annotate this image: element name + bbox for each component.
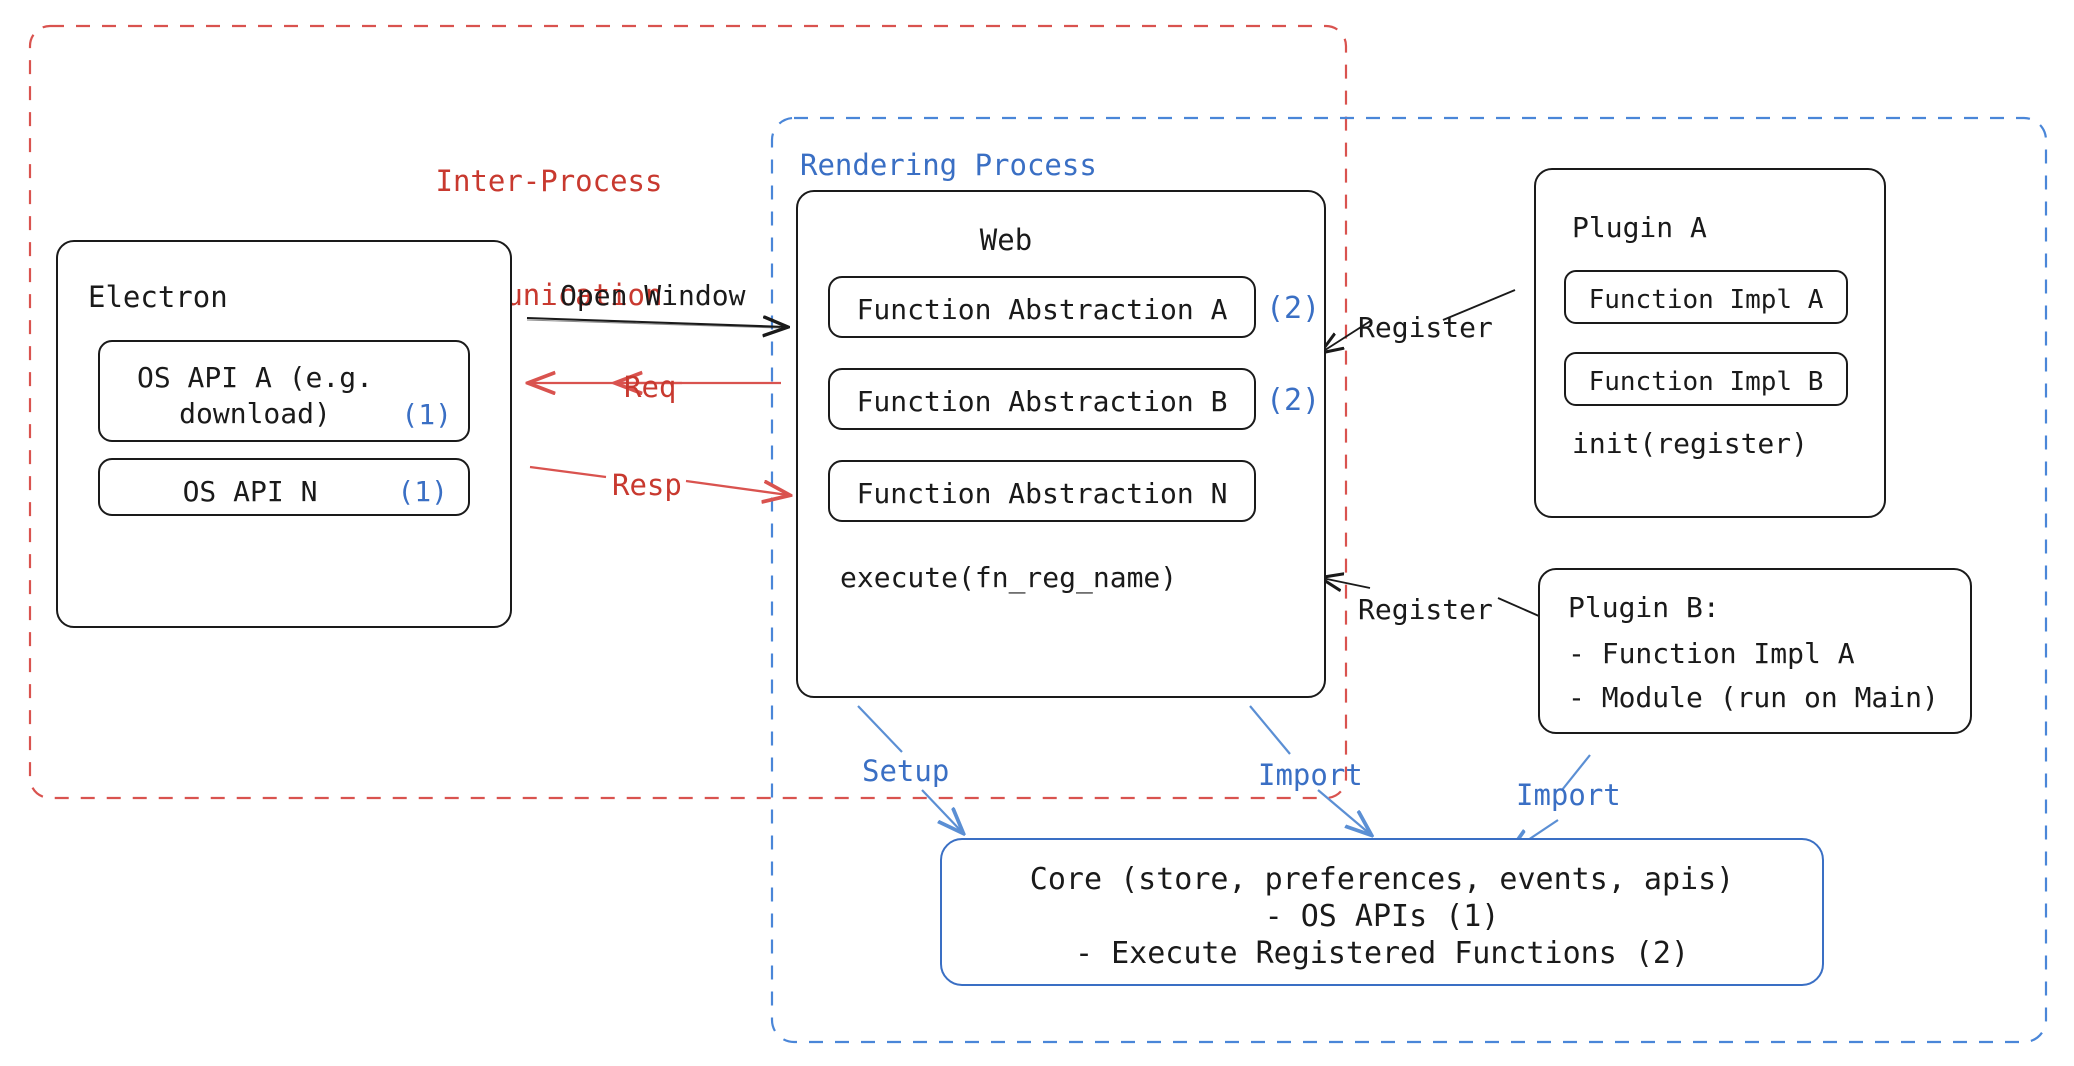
plugin-b-line-2: - Module (run on Main) [1568,681,1939,714]
os-api-n-text: OS API N [182,475,318,508]
web-abstraction-a[interactable]: Function Abstraction A [828,276,1256,338]
node-web[interactable]: Web Function Abstraction A (2) Function … [796,190,1326,698]
plugin-a-title: Plugin A [1572,211,1707,244]
ipc-region-label-line1: Inter-Process [435,163,663,198]
os-api-a-line1: OS API A (e.g. [136,361,373,394]
plugin-b-title: Plugin B: [1568,591,1720,624]
web-title: Web [979,223,1033,257]
os-api-a-text: OS API A (e.g.download) [106,360,404,433]
plugin-b-line-1: - Function Impl A [1568,637,1855,670]
plugin-a-child-impl-b-label: Function Impl B [1588,367,1824,397]
os-api-a-line2: download) [179,397,331,431]
web-abstraction-b-label: Function Abstraction B [856,385,1228,418]
edge-label-register-plugin-a: Register [1358,311,1493,344]
edge-label-import-web: Import [1258,758,1363,792]
node-plugin-a[interactable]: Plugin A Function Impl A Function Impl B… [1534,168,1886,518]
web-footer: execute(fn_reg_name) [840,561,1178,594]
plugin-a-footer: init(register) [1572,427,1809,460]
web-abstraction-n-label: Function Abstraction N [856,477,1228,510]
node-plugin-b[interactable]: Plugin B: - Function Impl A - Module (ru… [1538,568,1972,734]
edge-label-setup: Setup [862,754,950,788]
electron-title: Electron [88,280,228,314]
electron-child-os-api-n[interactable]: OS API N (1) [98,458,470,516]
edge-label-req: Req [624,370,677,404]
os-api-a-marker: (1) [401,398,452,431]
rendering-region-label: Rendering Process [800,148,1097,182]
web-abstraction-a-marker: (2) [1266,291,1321,326]
core-line-2: - OS APIs (1) [1264,899,1500,934]
edge-label-resp: Resp [612,468,682,502]
edge-label-open-window: Open Window [560,279,746,312]
os-api-n-marker: (1) [397,475,448,508]
web-abstraction-b[interactable]: Function Abstraction B [828,368,1256,430]
web-abstraction-a-label: Function Abstraction A [856,293,1228,326]
web-abstraction-n[interactable]: Function Abstraction N [828,460,1256,522]
node-electron[interactable]: Electron OS API A (e.g.download) (1) OS … [56,240,512,628]
web-abstraction-b-marker: (2) [1266,383,1321,418]
plugin-a-child-impl-b[interactable]: Function Impl B [1564,352,1848,406]
edge-label-import-plugin-b: Import [1516,778,1621,812]
electron-child-os-api-a[interactable]: OS API A (e.g.download) (1) [98,340,470,442]
edge-label-register-plugin-b: Register [1358,593,1493,626]
node-core[interactable]: Core (store, preferences, events, apis) … [940,838,1824,986]
core-line-3: - Execute Registered Functions (2) [1074,936,1690,971]
core-line-1: Core (store, preferences, events, apis) [1029,862,1735,897]
plugin-a-child-impl-a[interactable]: Function Impl A [1564,270,1848,324]
plugin-a-child-impl-a-label: Function Impl A [1588,285,1824,315]
